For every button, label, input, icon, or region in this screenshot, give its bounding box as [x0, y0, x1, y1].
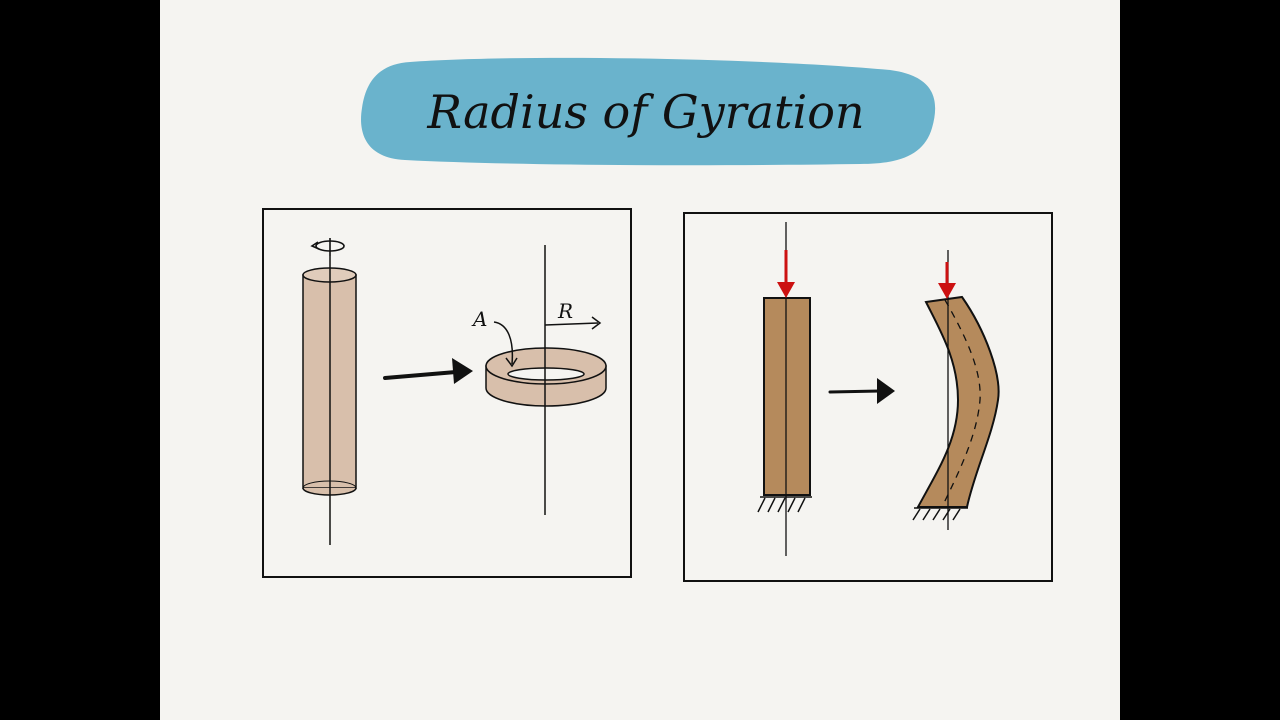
right-panel-frame — [683, 212, 1053, 582]
title-banner: Radius of Gyration — [361, 57, 936, 166]
straight-column-load-arrow — [777, 250, 795, 298]
buckled-column-fixed-support — [912, 507, 968, 521]
buckled-column-centerline — [941, 299, 981, 508]
right-letterbox — [1120, 0, 1280, 720]
title-banner-shape — [361, 57, 936, 166]
left-panel: R A — [262, 208, 632, 578]
ring — [485, 347, 607, 407]
straight-column — [763, 297, 811, 496]
rotation-arrow-icon — [310, 238, 345, 256]
left-letterbox — [0, 0, 160, 720]
page-title: Radius of Gyration — [426, 85, 864, 139]
straight-column-fixed-support — [757, 496, 812, 513]
left-panel-frame — [262, 208, 632, 578]
right-panel — [683, 212, 1053, 582]
area-label: A — [471, 307, 487, 331]
area-pointer-arrow — [493, 321, 518, 368]
transform-arrow-left — [383, 358, 473, 384]
ring-hole — [507, 367, 585, 381]
radius-label: R — [557, 299, 573, 323]
buckled-column — [916, 295, 1000, 508]
buckled-column-load-arrow — [938, 262, 956, 299]
transform-arrow-right — [828, 378, 895, 404]
radius-arrow — [544, 316, 602, 330]
